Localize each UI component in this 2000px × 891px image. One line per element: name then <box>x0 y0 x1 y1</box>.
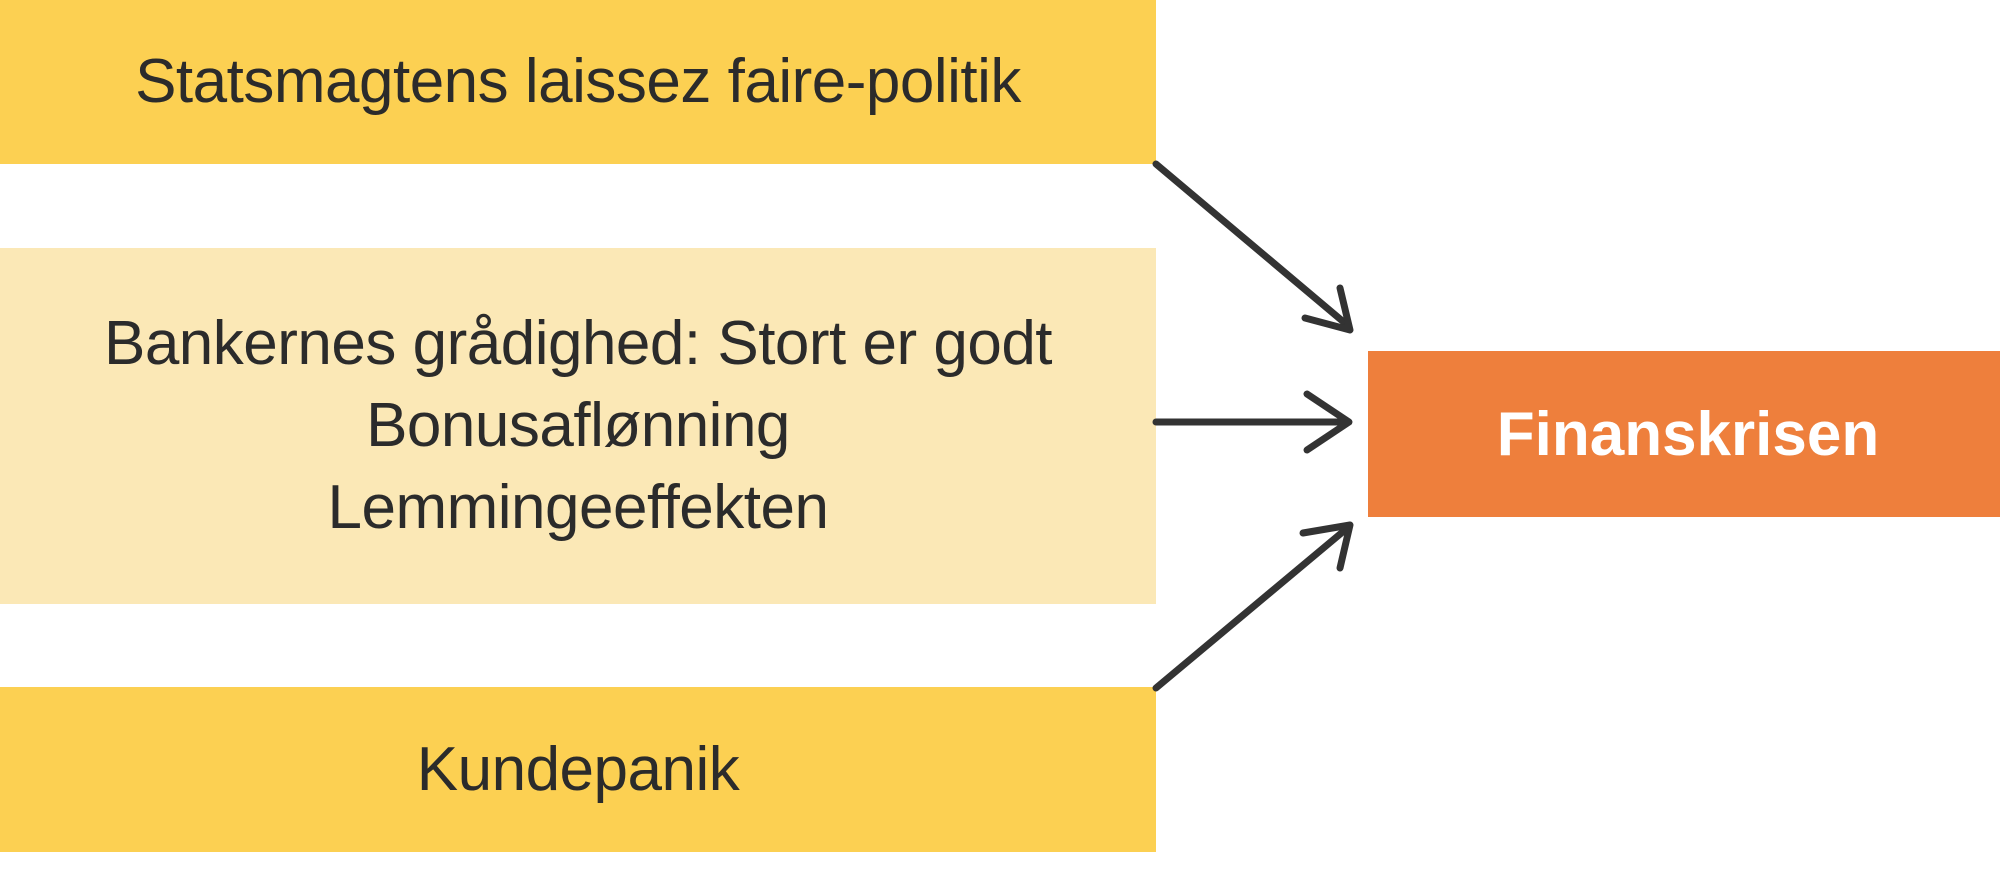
arrow-panic-to-crisis-head-icon <box>1299 521 1354 572</box>
effect-box-finanskrisen[interactable]: Finanskrisen <box>1368 351 2000 517</box>
cause-box-banks[interactable]: Bankernes grådighed: Stort er godt Bonus… <box>0 248 1156 604</box>
arrow-panic-to-crisis <box>1152 521 1354 692</box>
cause-box-panic-label: Kundepanik <box>416 734 740 804</box>
arrow-policy-to-crisis-shaft <box>1152 160 1350 328</box>
arrow-policy-to-crisis-head-icon <box>1301 284 1354 334</box>
arrow-banks-to-crisis <box>1152 390 1353 454</box>
arrow-policy-to-crisis <box>1152 160 1354 334</box>
arrow-banks-to-crisis-head-icon <box>1303 390 1353 454</box>
arrow-panic-to-crisis-shaft <box>1152 526 1349 692</box>
cause-box-policy[interactable]: Statsmagtens laissez faire-politik <box>0 0 1156 164</box>
cause-box-banks-label: Bankernes grådighed: Stort er godt Bonus… <box>103 309 1053 542</box>
effect-box-label: Finanskrisen <box>1496 399 1880 469</box>
cause-box-panic[interactable]: Kundepanik <box>0 687 1156 852</box>
cause-box-policy-label: Statsmagtens laissez faire-politik <box>135 47 1021 117</box>
